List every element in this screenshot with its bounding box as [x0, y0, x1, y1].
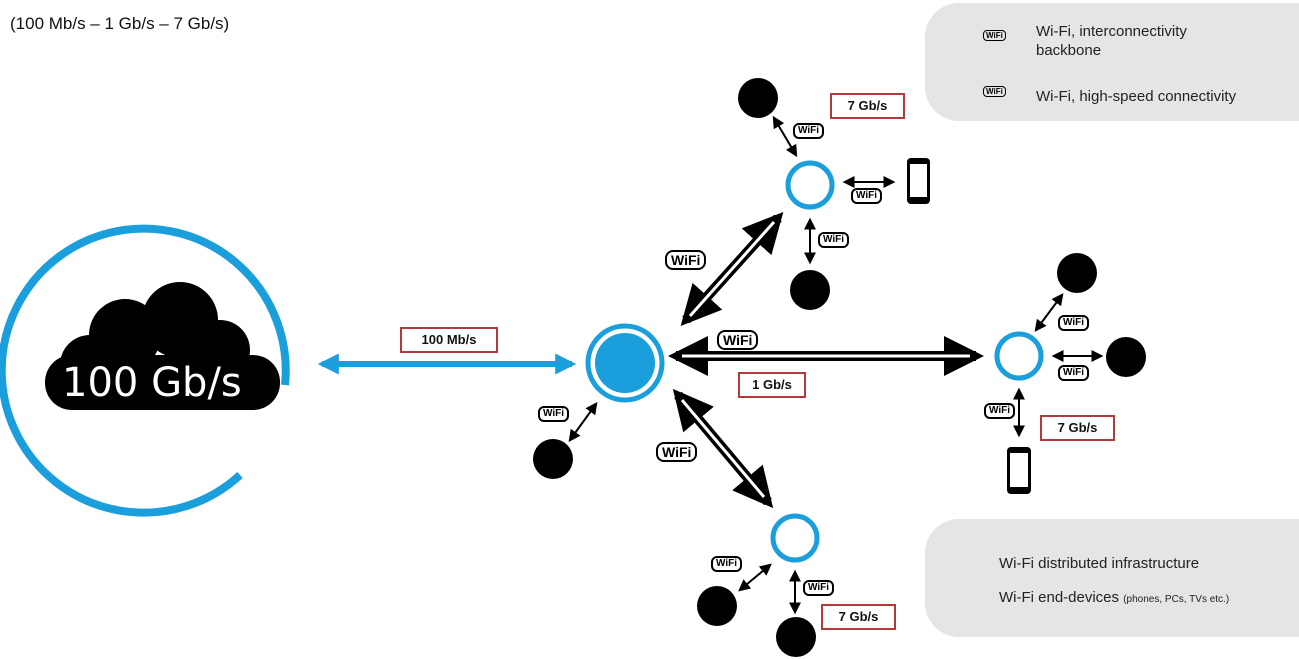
backbone-link-top [680, 212, 784, 326]
smartphone-icon [1007, 447, 1031, 494]
wifi-badge-icon: WiFi [984, 403, 1016, 419]
legend-highspeed-label: Wi-Fi, high-speed connectivity [1036, 88, 1237, 105]
end-device-dot-icon [1057, 253, 1097, 293]
speed-box-top-node: 7 Gb/s [830, 93, 905, 119]
legend-end-devices-label: Wi-Fi end-devices (phones, PCs, TVs etc.… [999, 588, 1229, 609]
wifi-badge-icon: WiFi [983, 86, 1006, 97]
high-speed-links [568, 115, 1104, 615]
header-rates: (100 Mb/s – 1 Gb/s – 7 Gb/s) [10, 14, 230, 33]
wifi-badge-icon: WiFi [717, 330, 759, 350]
wifi-badge-icon: WiFi [851, 188, 883, 204]
wifi-badge-icon: WiFi [803, 580, 835, 596]
wifi-badge-icon: WiFi [538, 406, 570, 422]
backbone-link-bottom [672, 388, 774, 509]
legend-end-devices-text: Wi-Fi end-devices [999, 589, 1120, 606]
end-device-dot-icon [697, 586, 737, 626]
legend-infrastructure-label: Wi-Fi distributed infrastructure [999, 555, 1200, 572]
wifi-badge-icon: WiFi [983, 30, 1006, 41]
wifi-badge-icon: WiFi [656, 442, 698, 462]
hub-access-point [585, 323, 665, 403]
end-device-dot-icon [738, 78, 778, 118]
end-device-dot-icon [776, 617, 816, 657]
speed-box-right-node: 7 Gb/s [1040, 415, 1115, 441]
wifi-badge-icon: WiFi [1058, 315, 1090, 331]
smartphone-icon [907, 158, 930, 204]
node-bottom [770, 513, 820, 563]
end-device-dot-icon [533, 439, 573, 479]
legend-backbone-line1: Wi-Fi, interconnectivity [1036, 23, 1187, 40]
speed-box-cloud-hub: 100 Mb/s [400, 327, 498, 353]
wifi-badge-icon: WiFi [793, 123, 825, 139]
speed-box-bottom-node: 7 Gb/s [821, 604, 896, 630]
wifi-badge-icon: WiFi [818, 232, 850, 248]
speed-box-hub-right: 1 Gb/s [738, 372, 806, 398]
legend-end-devices-note: (phones, PCs, TVs etc.) [1123, 594, 1230, 605]
cloud-label: 100 Gb/s [62, 360, 242, 406]
legend-top-panel [925, 3, 1299, 121]
wifi-badge-icon: WiFi [1058, 365, 1090, 381]
legend-bottom-panel [925, 519, 1299, 637]
end-device-dot-icon [790, 270, 830, 310]
node-top [785, 160, 835, 210]
legend-backbone-label: Wi-Fi, interconnectivity backbone [1036, 22, 1187, 60]
wifi-badge-icon: WiFi [711, 556, 743, 572]
node-right [994, 331, 1044, 381]
legend-backbone-line2: backbone [1036, 42, 1102, 59]
cloud-icon [45, 282, 280, 410]
wifi-badge-icon: WiFi [665, 250, 707, 270]
cloud-ring [0, 224, 290, 517]
end-device-dot-icon [1106, 337, 1146, 377]
